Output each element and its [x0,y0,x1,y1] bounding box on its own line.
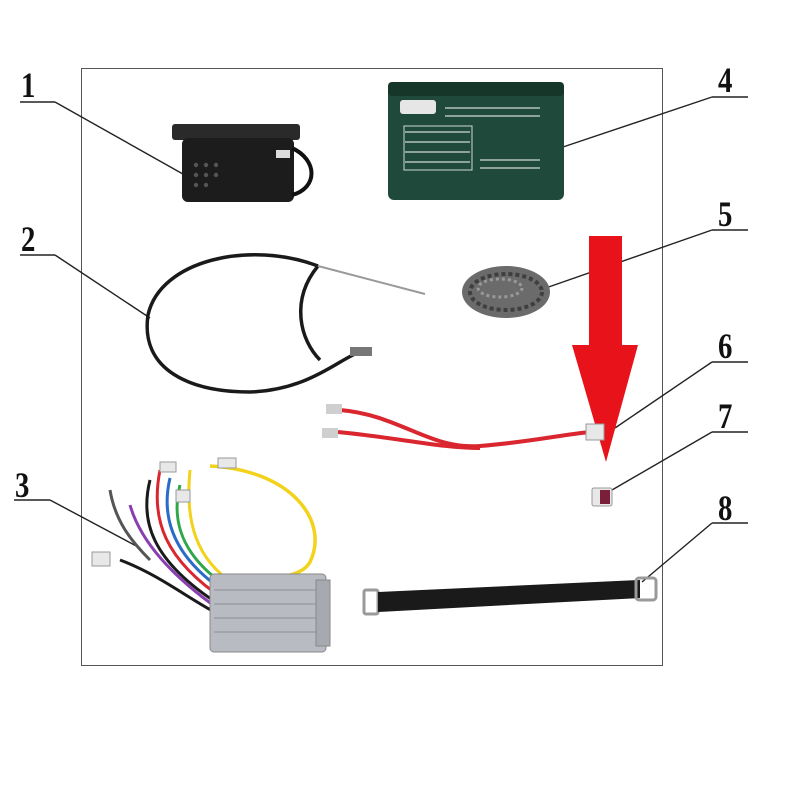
callout-1: 1 [21,65,36,105]
leader-5 [539,229,713,291]
leader-lines [14,96,748,583]
part-5-chain [462,266,550,318]
part-2-cable [145,253,426,394]
part-4-battery [388,82,564,200]
callout-7: 7 [718,396,733,436]
callout-4: 4 [718,60,733,100]
leader-4 [559,96,713,149]
part-6-wire-harness [322,404,605,450]
leader-7 [611,431,713,491]
callout-3: 3 [15,465,30,505]
callout-5: 5 [718,194,733,234]
callout-6: 6 [718,326,733,366]
leader-6 [614,361,713,429]
down-arrow-icon [572,236,638,462]
leader-8 [641,522,713,583]
part-7-connector [591,487,613,507]
part-1-receiver [172,124,314,202]
leader-3 [49,499,141,549]
part-3-controller [91,457,331,653]
diagram-frame [81,68,663,666]
part-8-strap [362,576,658,616]
leader-1 [54,101,191,179]
leader-2 [54,254,151,319]
callout-8: 8 [718,488,733,528]
callout-2: 2 [21,219,36,259]
